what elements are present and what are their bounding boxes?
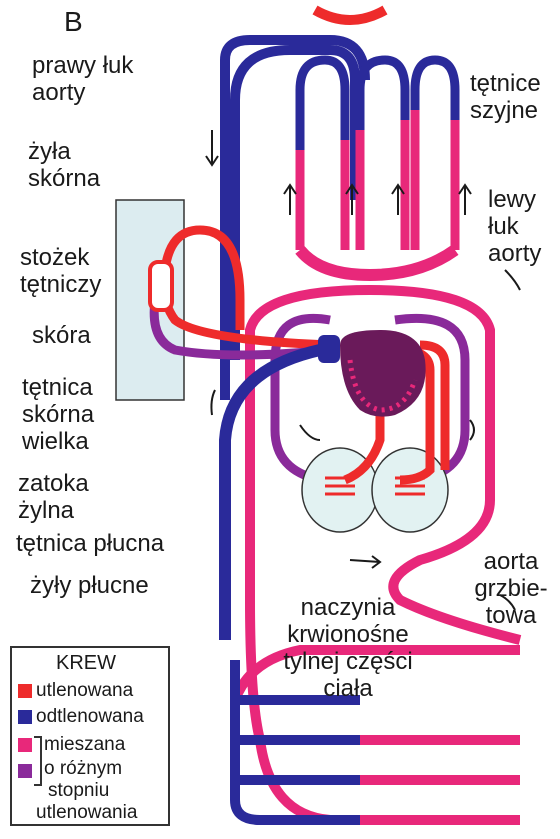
label-dorsal-aorta: aorta grzbie- towa — [466, 548, 556, 629]
legend-swatch-mixed-purple — [18, 764, 32, 778]
legend-mixed-4: utlenowania — [36, 802, 137, 824]
legend: KREW utlenowana odtlenowana mieszana o r… — [10, 646, 170, 826]
label-sinus-venosus: zatoka żylna — [18, 470, 89, 524]
label-conus-arteriosus: stożek tętniczy — [20, 244, 101, 298]
label-pulmonary-artery: tętnica płucna — [16, 530, 164, 557]
skin-capillary — [150, 262, 172, 310]
label-posterior-vessels: naczynia krwionośne tylnej części ciała — [238, 594, 458, 702]
legend-mixed-3: stopniu — [48, 780, 109, 802]
legend-swatch-oxygenated — [18, 684, 32, 698]
heart — [318, 330, 426, 417]
label-great-cutaneous-artery: tętnica skórna wielka — [22, 374, 94, 455]
label-cutaneous-vein: żyła skórna — [28, 138, 100, 192]
legend-oxygenated: utlenowana — [36, 680, 133, 702]
label-right-aortic-arch: prawy łuk aorty — [32, 52, 133, 106]
legend-swatch-mixed-pink — [18, 738, 32, 752]
top-fragment — [315, 10, 385, 20]
legend-mixed: mieszana — [44, 734, 125, 756]
label-pulmonary-veins: żyły płucne — [30, 572, 149, 599]
panel-letter: B — [64, 6, 83, 38]
label-left-aortic-arch: lewy łuk aorty — [488, 186, 541, 267]
label-carotid-arteries: tętnice szyjne — [470, 70, 541, 124]
legend-swatch-deoxygenated — [18, 710, 32, 724]
label-skin: skóra — [32, 322, 91, 349]
outer-left-vessel — [235, 50, 355, 360]
legend-title: KREW — [56, 652, 116, 675]
legend-deoxygenated: odtlenowana — [36, 706, 144, 728]
legend-bracket — [34, 736, 42, 786]
legend-mixed-2: o różnym — [44, 758, 122, 780]
right-lung — [372, 448, 448, 532]
carotid-arteries — [300, 60, 455, 275]
